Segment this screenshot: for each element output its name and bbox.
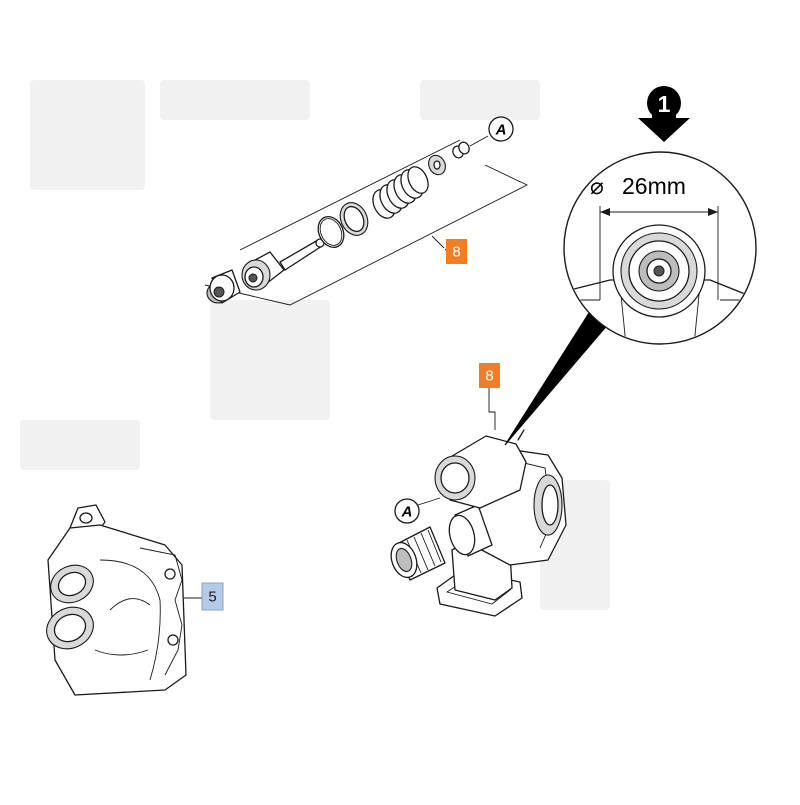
exploded-valve-kit: A 8	[204, 116, 529, 306]
step-number-badge	[647, 86, 681, 120]
nut-part	[206, 269, 241, 304]
part-8-tag-body-box	[479, 363, 500, 388]
cylinder-head-part-5	[46, 504, 202, 696]
part-8-tag-top-box	[446, 239, 467, 264]
small-o-ring-part	[452, 135, 489, 159]
part-5-tag-box	[201, 582, 224, 611]
step-number-label: 1	[658, 91, 671, 117]
diameter-value: 26mm	[622, 173, 686, 199]
part-8-body-leader	[488, 388, 496, 430]
part-8-tag-top-label: 8	[452, 244, 460, 261]
reference-a-top: A	[488, 116, 514, 142]
reference-a-body: A	[394, 498, 420, 524]
spring-part	[372, 166, 429, 219]
part-8-tag-body-label: 8	[485, 368, 493, 385]
part-5-tag-label: 5	[208, 589, 216, 606]
magnifier-pointer	[504, 304, 611, 446]
part-8-tag-top: 8	[446, 239, 467, 264]
part-5-tag: 5	[201, 582, 224, 611]
part-8-tag-body: 8	[479, 363, 500, 388]
step-down-arrow-icon	[638, 112, 690, 142]
pump-head-body	[390, 304, 611, 617]
step-1-marker: 1	[638, 86, 690, 142]
o-ring-part	[317, 215, 345, 249]
magnifier-detail: ⌀ 26mm	[563, 151, 757, 345]
valve-stem-part	[241, 238, 325, 291]
backup-ring-part	[339, 202, 369, 236]
diameter-symbol: ⌀	[590, 173, 604, 199]
reference-a-body-label: A	[401, 504, 413, 521]
kit-frame-lower	[204, 164, 529, 306]
threaded-inlet	[390, 526, 446, 581]
reference-a-top-label: A	[495, 122, 507, 139]
kit-frame-upper	[239, 139, 461, 251]
washer-part	[428, 154, 446, 176]
